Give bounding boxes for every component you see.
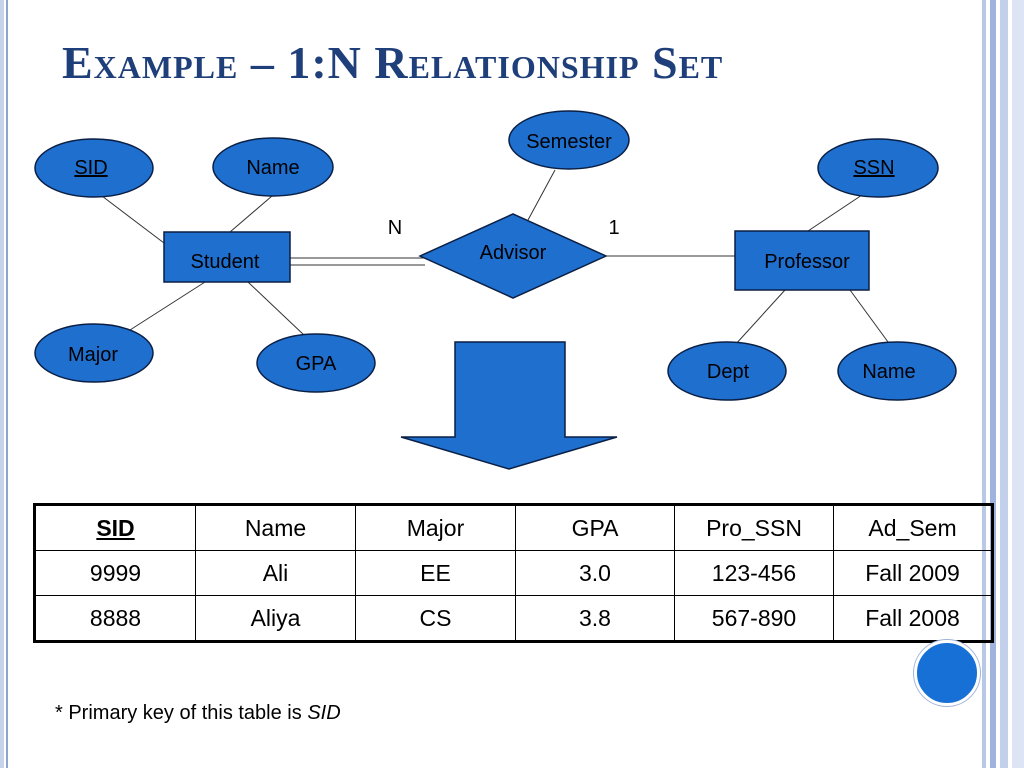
table-cell: 8888 xyxy=(34,595,196,642)
table-cell: Fall 2009 xyxy=(833,550,993,596)
attribute-ssn xyxy=(817,138,939,198)
slide-title: Example – 1:N Relationship Set xyxy=(62,37,724,88)
table-cell: 567-890 xyxy=(674,595,834,642)
table-row: 8888 Aliya CS 3.8 567-890 Fall 2008 xyxy=(34,595,993,642)
cardinality-1: 1 xyxy=(608,217,619,239)
right-border-stripe xyxy=(1012,0,1024,768)
table-cell: EE xyxy=(355,550,516,596)
column-header: Major xyxy=(355,504,516,551)
attribute-professor-name-label: Name xyxy=(862,361,915,383)
table-cell: 3.0 xyxy=(515,550,675,596)
attribute-sid xyxy=(34,138,154,198)
connector-ssn-professor xyxy=(807,194,863,232)
table-cell: 123-456 xyxy=(674,550,834,596)
primary-key-note-key: SID xyxy=(307,702,341,724)
connector-dept-professor xyxy=(734,289,786,346)
right-border-stripe xyxy=(982,0,986,768)
attribute-student-name xyxy=(212,137,334,197)
entity-professor xyxy=(734,230,870,291)
connector-sid-student xyxy=(101,195,165,244)
relation-table: SID Name Major GPA Pro_SSN Ad_Sem 9999 A… xyxy=(33,503,994,643)
entity-professor-label: Professor xyxy=(764,251,850,273)
right-border-stripe xyxy=(1000,0,1008,768)
left-border-stripe xyxy=(6,0,8,768)
attribute-gpa xyxy=(256,333,376,393)
connector-major-student xyxy=(129,281,206,331)
column-header: Ad_Sem xyxy=(833,504,993,551)
column-header: Pro_SSN xyxy=(674,504,834,551)
attribute-semester xyxy=(508,110,630,170)
attribute-dept-label: Dept xyxy=(707,361,750,383)
table-cell: 3.8 xyxy=(515,595,675,642)
connector-name-professor xyxy=(849,289,889,343)
connector-gpa-student xyxy=(247,281,306,337)
down-arrow-icon xyxy=(400,341,618,470)
table-header-row: SID Name Major GPA Pro_SSN Ad_Sem xyxy=(34,504,993,551)
column-header: Name xyxy=(195,504,356,551)
left-border-stripe xyxy=(0,0,4,768)
table-cell: CS xyxy=(355,595,516,642)
attribute-student-name-label: Name xyxy=(246,157,299,179)
decorative-circle xyxy=(914,640,980,706)
relationship-advisor xyxy=(418,213,608,299)
entity-student-label: Student xyxy=(191,251,260,273)
table-cell: 9999 xyxy=(34,550,196,596)
connector-semester-advisor xyxy=(527,169,556,221)
right-border-stripe xyxy=(990,0,996,768)
cardinality-n: N xyxy=(388,217,402,239)
attribute-sid-label: SID xyxy=(74,157,107,179)
attribute-major-label: Major xyxy=(68,344,118,366)
attribute-semester-label: Semester xyxy=(526,131,612,153)
primary-key-note-text: * Primary key of this table is xyxy=(55,702,308,724)
primary-key-note: * Primary key of this table is SID xyxy=(55,702,341,725)
attribute-ssn-label: SSN xyxy=(853,157,894,179)
relationship-advisor-label: Advisor xyxy=(480,242,547,264)
entity-student xyxy=(163,231,291,283)
table-cell: Ali xyxy=(195,550,356,596)
column-header: SID xyxy=(34,504,196,551)
table-cell: Fall 2008 xyxy=(833,595,993,642)
er-diagram: Student Professor Advisor N 1 SID Name M… xyxy=(34,110,957,470)
column-header: GPA xyxy=(515,504,675,551)
attribute-professor-name xyxy=(837,341,957,401)
table-row: 9999 Ali EE 3.0 123-456 Fall 2009 xyxy=(34,550,993,596)
attribute-major xyxy=(34,323,154,383)
connector-name-student xyxy=(229,195,273,233)
table-cell: Aliya xyxy=(195,595,356,642)
attribute-dept xyxy=(667,341,787,401)
attribute-gpa-label: GPA xyxy=(296,353,337,375)
